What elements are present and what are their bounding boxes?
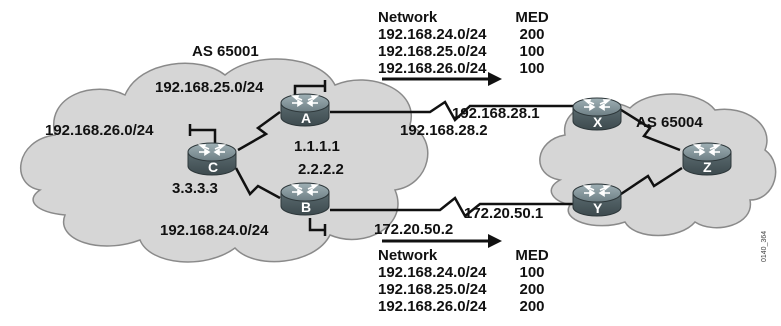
med-cell: 200 [519,298,545,315]
network-cell: 192.168.24.0/24 [378,264,487,281]
router-c: C [187,142,237,176]
header-network: Network [378,9,438,26]
lan-label-c: 192.168.26.0/24 [45,122,154,139]
link-y-z [617,166,683,198]
table-row: 192.168.26.0/24 100 [378,60,558,77]
lan-c [190,128,217,143]
router-id-a: 1.1.1.1 [294,138,340,155]
link-label-y: 172.20.50.1 [464,205,544,222]
link-b-c [234,167,281,200]
arrow-top [382,72,502,86]
router-x: X [572,97,622,131]
as-label-right: AS 65004 [636,114,703,131]
table-row: 192.168.24.0/24 200 [378,26,558,43]
table-row: 192.168.25.0/24 100 [378,43,558,60]
svg-text:B: B [301,199,311,215]
network-cell: 192.168.25.0/24 [378,43,487,60]
med-table-bottom: Network MED 192.168.24.0/24 100 192.168.… [378,247,558,315]
med-cell: 100 [519,43,545,60]
figure-code: 0140_364 [761,230,768,262]
arrow-bottom [382,234,502,248]
router-a: A [280,93,330,127]
link-label-b: 172.20.50.2 [374,221,454,238]
med-table-top: Network MED 192.168.24.0/24 200 192.168.… [378,9,558,77]
table-row: 192.168.25.0/24 200 [378,281,558,298]
link-a-c [237,110,281,152]
lan-b [308,218,325,232]
lan-label-b: 192.168.24.0/24 [160,222,269,239]
network-cell: 192.168.26.0/24 [378,60,487,77]
router-y: Y [572,183,622,217]
as-label-left: AS 65001 [192,43,259,60]
table-row: 192.168.26.0/24 200 [378,298,558,315]
header-network: Network [378,247,438,264]
lan-label-a: 192.168.25.0/24 [155,79,264,96]
network-cell: 192.168.26.0/24 [378,298,487,315]
med-cell: 100 [519,264,545,281]
svg-text:A: A [301,110,311,126]
link-label-a: 192.168.28.2 [400,122,488,139]
table-row: 192.168.24.0/24 100 [378,264,558,281]
table-header-row: Network MED [378,9,558,26]
link-a-x [330,100,575,123]
link-x-z [617,106,681,152]
network-cell: 192.168.24.0/24 [378,26,487,43]
med-cell: 200 [519,281,545,298]
svg-text:C: C [208,159,218,175]
table-header-row: Network MED [378,247,558,264]
lan-a [293,84,325,97]
svg-text:X: X [593,114,603,130]
header-med: MED [515,9,549,26]
header-med: MED [515,247,549,264]
router-z: Z [682,142,732,176]
med-cell: 100 [519,60,545,77]
router-id-b: 2.2.2.2 [298,161,344,178]
med-cell: 200 [519,26,545,43]
links [188,80,683,236]
link-b-y [330,196,580,218]
network-cell: 192.168.25.0/24 [378,281,487,298]
link-label-x: 192.168.28.1 [452,105,540,122]
router-b: B [280,182,330,216]
router-id-c: 3.3.3.3 [172,180,218,197]
svg-text:Y: Y [593,200,603,216]
svg-text:Z: Z [703,159,712,175]
